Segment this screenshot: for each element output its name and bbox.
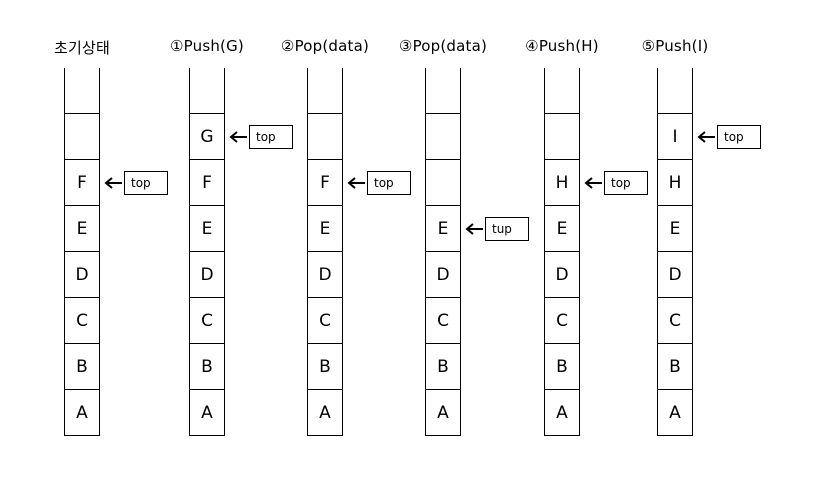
top-label: tup — [485, 217, 529, 241]
top-pointer: top — [229, 124, 293, 150]
top-label: top — [367, 171, 411, 195]
stack-cell — [544, 114, 580, 160]
stack-cell: D — [189, 252, 225, 298]
stack-title: ②Pop(data) — [280, 37, 370, 55]
stack-cell: G — [189, 114, 225, 160]
stack-cell — [189, 68, 225, 114]
stack-cell — [64, 68, 100, 114]
stack-cell: C — [425, 298, 461, 344]
stack-cell: B — [64, 344, 100, 390]
stack-cell: F — [189, 160, 225, 206]
stack-cell: B — [544, 344, 580, 390]
stack-cell — [425, 114, 461, 160]
stack-cell: D — [425, 252, 461, 298]
stack-cell — [307, 68, 343, 114]
stack-cell — [425, 68, 461, 114]
stack-cell: H — [657, 160, 693, 206]
stack-cell: H — [544, 160, 580, 206]
stack-cell: A — [64, 390, 100, 436]
stack-cell: C — [189, 298, 225, 344]
left-arrow-icon — [104, 176, 122, 190]
stack-title: 초기상태 — [53, 39, 111, 57]
top-pointer: top — [104, 170, 168, 196]
stack-cell: D — [64, 252, 100, 298]
top-pointer: top — [697, 124, 761, 150]
stack-cell: A — [307, 390, 343, 436]
left-arrow-icon — [465, 222, 483, 236]
stack-cell: D — [657, 252, 693, 298]
stack-cell — [657, 68, 693, 114]
stack-title: ④Push(H) — [525, 37, 599, 55]
stack-title: ⑤Push(I) — [641, 37, 709, 55]
stack-cell: D — [544, 252, 580, 298]
stack-cell: A — [425, 390, 461, 436]
stack-cell: C — [544, 298, 580, 344]
top-pointer: top — [347, 170, 411, 196]
stack-cell: E — [425, 206, 461, 252]
top-label: top — [124, 171, 168, 195]
stack-cell: E — [64, 206, 100, 252]
stack-cell: C — [657, 298, 693, 344]
stack-cell: A — [189, 390, 225, 436]
stack-cell: B — [307, 344, 343, 390]
top-label: top — [717, 125, 761, 149]
stack-cell — [64, 114, 100, 160]
stack-cell — [544, 68, 580, 114]
stack-cell: E — [189, 206, 225, 252]
top-pointer: top — [584, 170, 648, 196]
stack-cell — [307, 114, 343, 160]
top-label: top — [249, 125, 293, 149]
stack-title: ①Push(G) — [170, 37, 244, 55]
stack-cell: A — [544, 390, 580, 436]
left-arrow-icon — [347, 176, 365, 190]
stack-cell: I — [657, 114, 693, 160]
stack-cell: E — [657, 206, 693, 252]
stack-cell: E — [544, 206, 580, 252]
stack-cell: D — [307, 252, 343, 298]
stack-cell: B — [425, 344, 461, 390]
top-label: top — [604, 171, 648, 195]
stack-cell: F — [64, 160, 100, 206]
left-arrow-icon — [229, 130, 247, 144]
left-arrow-icon — [584, 176, 602, 190]
stack-cell: A — [657, 390, 693, 436]
stack-cell: B — [189, 344, 225, 390]
stack-cell: F — [307, 160, 343, 206]
stack-cell: C — [64, 298, 100, 344]
left-arrow-icon — [697, 130, 715, 144]
stack-cell — [425, 160, 461, 206]
stack-cell: C — [307, 298, 343, 344]
stack-cell: B — [657, 344, 693, 390]
stack-title: ③Pop(data) — [398, 37, 488, 55]
top-pointer: tup — [465, 216, 529, 242]
stack-cell: E — [307, 206, 343, 252]
